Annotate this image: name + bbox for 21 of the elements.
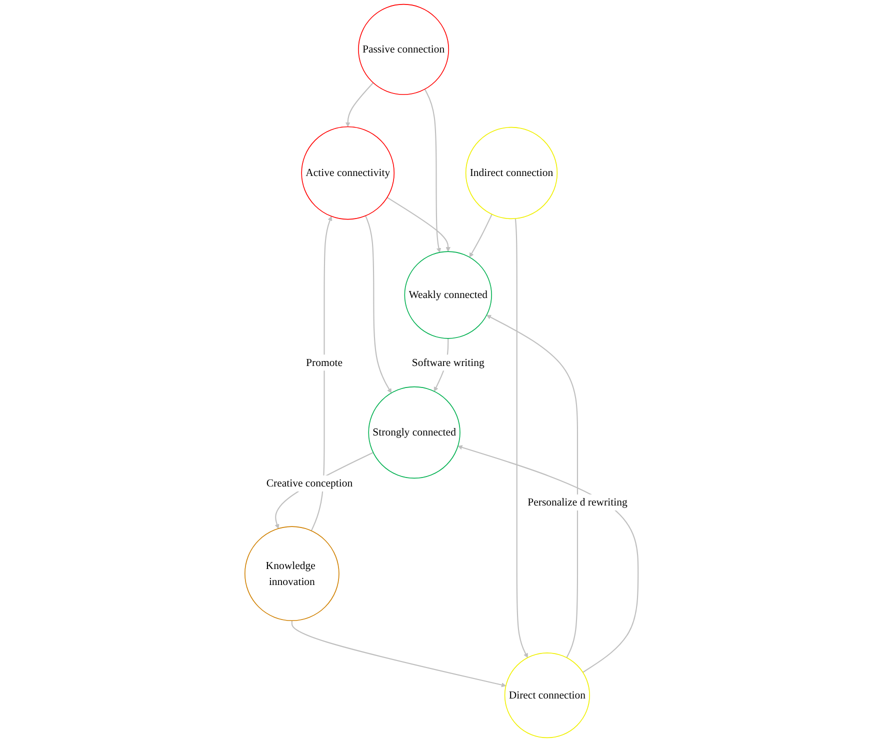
edge-label: Personalize d rewriting	[528, 496, 628, 508]
arrow	[310, 216, 332, 531]
arrow	[486, 314, 578, 658]
arrow	[346, 82, 374, 127]
edge-label: Software writing	[412, 356, 484, 369]
arrow	[386, 197, 450, 252]
arrow	[469, 214, 492, 258]
edge-label: Promote	[306, 356, 342, 369]
arrow	[458, 445, 639, 673]
node-circle: Indirect connection	[465, 126, 558, 220]
node-circle: Knowledge innovation	[244, 526, 340, 622]
node-circle: Passive connection	[358, 4, 450, 95]
node-circle: Direct connection	[504, 652, 590, 738]
arrow	[291, 620, 506, 688]
edge-label: Creative conception	[266, 477, 353, 490]
node-circle: Weakly connected	[404, 251, 492, 339]
node-circle: Strongly connected	[368, 386, 460, 479]
arrow	[424, 88, 442, 253]
node-circle: Active connectivity	[301, 126, 395, 220]
arrow	[514, 218, 528, 658]
arrow	[365, 216, 392, 394]
